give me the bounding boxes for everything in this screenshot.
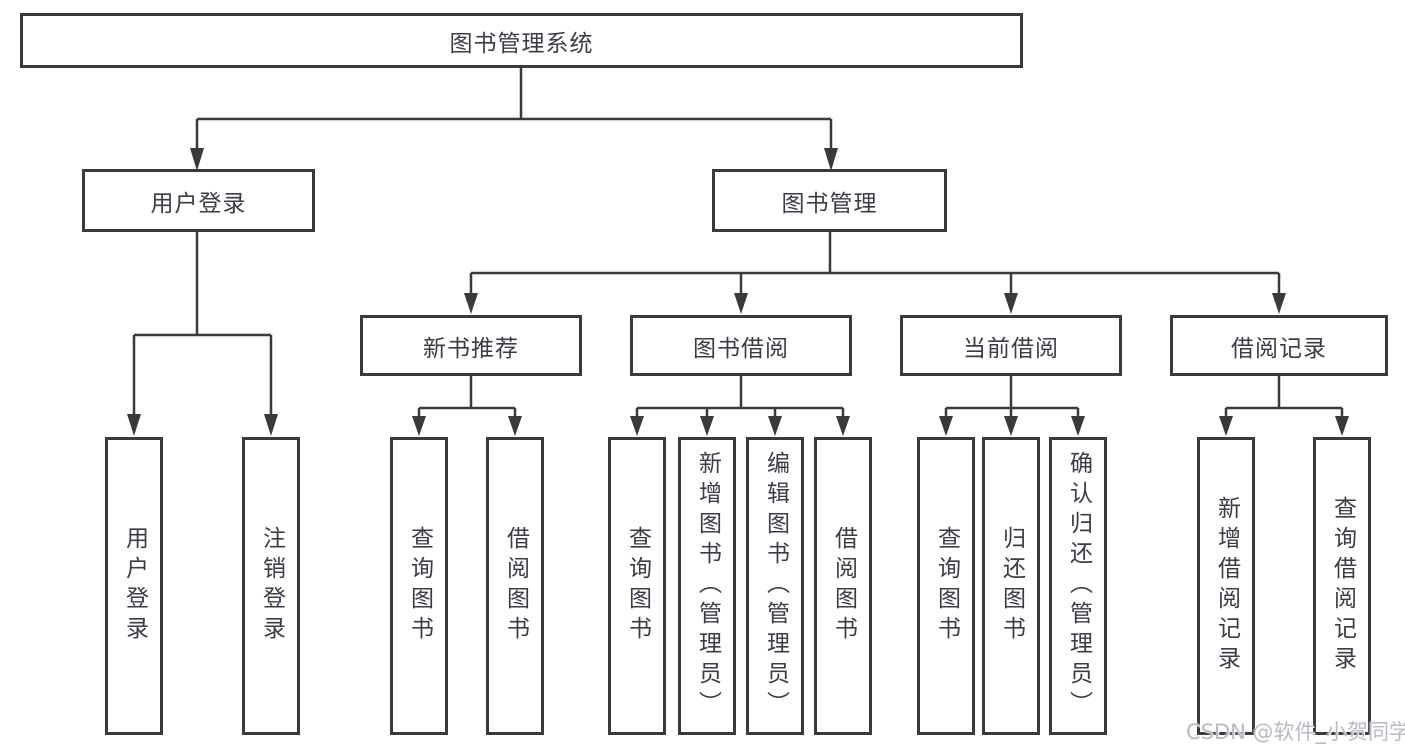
leaf-edit-books-admin: 编辑图书（管理员） [746,437,804,735]
leaf-query-books-current: 查询图书 [917,437,975,735]
leaf-confirm-return-admin: 确认归还（管理员） [1049,437,1107,735]
leaf-query-borrow-record: 查询借阅记录 [1313,437,1371,735]
leaf-add-borrow-record: 新增借阅记录 [1197,437,1255,735]
csdn-watermark: CSDN @软件_小贺同学 [1186,720,1405,744]
leaf-add-books-admin: 新增图书（管理员） [678,437,736,735]
node-book-management: 图书管理 [712,169,947,232]
leaf-user-login: 用户登录 [105,437,163,735]
node-new-book-recommend: 新书推荐 [360,315,582,376]
leaf-query-books-borrow: 查询图书 [608,437,666,735]
leaf-logout: 注销登录 [242,437,300,735]
leaf-return-books: 归还图书 [982,437,1040,735]
arrowheads [127,148,1349,436]
leaf-borrow-books: 借阅图书 [814,437,872,735]
node-library-management-system: 图书管理系统 [20,13,1023,68]
node-user-login: 用户登录 [82,169,315,232]
node-borrow-records: 借阅记录 [1170,315,1388,376]
node-current-borrow: 当前借阅 [900,315,1122,376]
node-book-borrow: 图书借阅 [630,315,852,376]
leaf-borrow-books-recommend: 借阅图书 [486,437,544,735]
leaf-query-books-recommend: 查询图书 [390,437,448,735]
